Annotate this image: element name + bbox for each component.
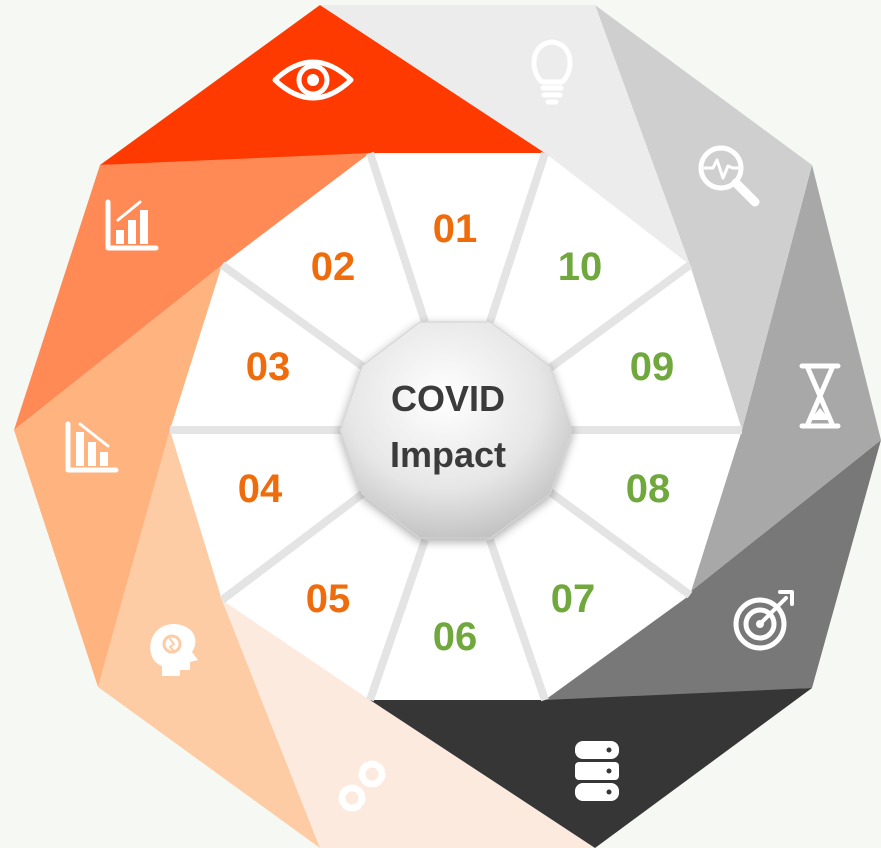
bar-chart-up-icon — [105, 199, 159, 251]
outer-wedge-04 — [98, 430, 320, 848]
segment-number-09: 09 — [630, 345, 675, 389]
target-icon — [733, 590, 794, 651]
segment-number-06: 06 — [433, 615, 478, 659]
database-icon — [575, 741, 619, 801]
segment-number-04: 04 — [238, 467, 283, 511]
hub-decagon — [339, 321, 573, 539]
segment-number-08: 08 — [626, 467, 671, 511]
divider — [486, 538, 549, 702]
divider — [219, 261, 368, 372]
center-hub — [339, 321, 573, 539]
gears-centers — [348, 770, 376, 802]
center-title-line1: COVID — [391, 378, 505, 419]
divider — [219, 488, 368, 604]
head-idea-icon — [150, 624, 198, 676]
divider — [486, 151, 549, 324]
gears-icon — [338, 760, 386, 812]
center-title-line2: Impact — [390, 434, 506, 475]
outer-wedge-09 — [595, 5, 812, 430]
outer-wedge-01 — [100, 5, 545, 165]
bar-chart-down-icon — [65, 421, 119, 473]
hourglass-icon — [799, 363, 841, 429]
segment-number-07: 07 — [551, 577, 596, 621]
divider — [366, 538, 429, 702]
divider — [547, 488, 693, 599]
segment-number-01: 01 — [433, 207, 478, 251]
segment-number-10: 10 — [558, 245, 603, 289]
icons — [65, 39, 841, 812]
outer-wedge-08 — [690, 165, 881, 592]
outer-wedge-03 — [14, 265, 222, 687]
outer-wedge-02 — [14, 153, 370, 430]
divider — [547, 261, 693, 372]
magnifier-chart-icon — [698, 145, 760, 207]
outer-wedge-10 — [320, 5, 690, 265]
outer-wedge-05 — [222, 600, 595, 848]
divider — [366, 151, 429, 324]
outer-wedge-07 — [545, 440, 881, 700]
outer-ring — [14, 5, 881, 848]
segment-number-05: 05 — [306, 577, 351, 621]
segment-number-03: 03 — [246, 345, 291, 389]
segment-number-02: 02 — [311, 245, 356, 289]
lightbulb-icon — [531, 39, 573, 105]
segment-numbers: 01 02 03 04 05 06 07 08 09 10 — [238, 207, 675, 659]
eye-icon — [272, 59, 354, 101]
